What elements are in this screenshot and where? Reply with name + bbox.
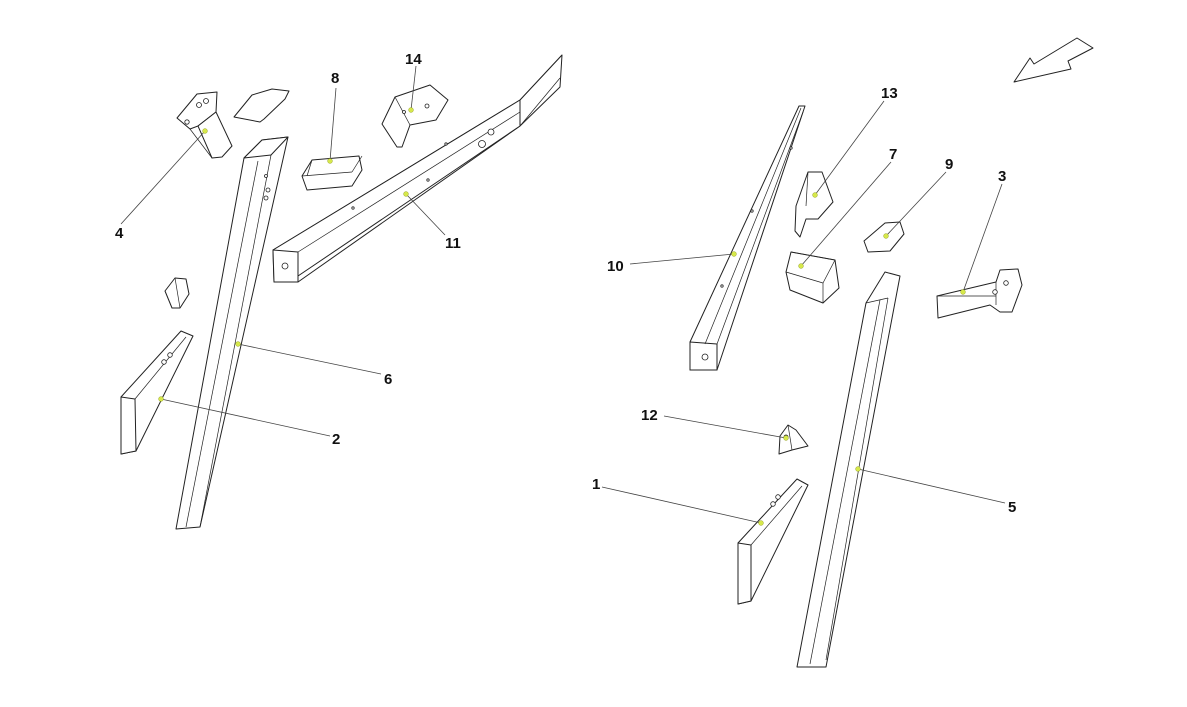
part-14-bracket [381,84,449,148]
arrow-down-left-icon [1013,37,1094,83]
part-12-clip [778,424,809,455]
callout-markers [158,107,966,526]
leader-lines [120,65,1006,524]
callout-label-10: 10 [607,258,624,275]
part-7-sleeve [785,251,840,304]
callout-label-12: 12 [641,407,658,424]
callout-label-14: 14 [405,51,422,68]
part-10-tube [689,105,806,371]
callout-label-2: 2 [332,431,340,448]
part-3-bracket [936,268,1023,319]
callout-label-11: 11 [445,235,461,252]
callout-label-13: 13 [881,85,898,102]
callout-label-4: 4 [115,225,124,242]
plate-part [233,88,290,123]
callout-labels: 1 2 3 4 5 6 7 8 9 10 11 12 13 14 [115,51,1016,516]
part-8-sleeve [301,155,363,191]
callout-label-5: 5 [1008,499,1016,516]
callout-label-8: 8 [331,70,339,87]
part-5-vertical-rail [796,271,901,668]
callout-label-1: 1 [592,476,600,493]
part-4-bracket [176,91,233,159]
part-1-box [737,478,809,605]
part-2-box [120,330,194,455]
callout-label-9: 9 [945,156,953,173]
callout-label-6: 6 [384,371,392,388]
callout-label-7: 7 [889,146,897,163]
part-13-bracket [794,171,834,238]
callout-label-3: 3 [998,168,1006,185]
part-11-crossmember [272,54,563,283]
small-clip-part [164,277,190,309]
part-6-vertical-rail [175,136,289,530]
